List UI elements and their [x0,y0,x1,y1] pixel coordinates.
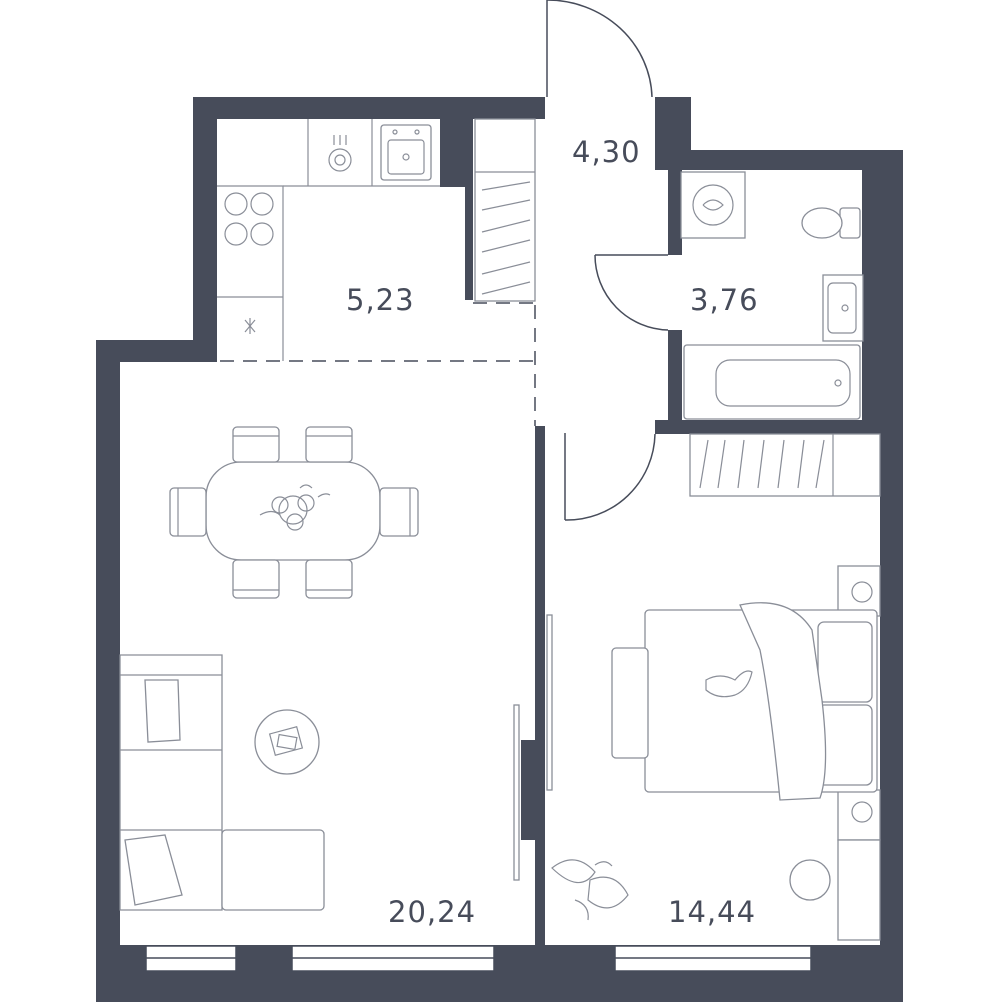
coffee-table [254,709,320,775]
hall-area: 4,30 [572,135,641,169]
bathtub-icon [683,344,861,420]
wardrobe-hall [474,118,536,302]
bedroom-furniture [551,433,881,941]
stove-icon [224,192,274,246]
kitchen-area: 5,23 [346,283,415,317]
windows [145,945,812,972]
bedroom-area: 14,44 [668,895,756,929]
nightstands [837,565,881,841]
area-labels: 4,30 5,23 3,76 20,24 14,44 [346,135,759,929]
plant-icon [551,859,629,921]
bathroom-area: 3,76 [690,283,759,317]
sofa [119,654,325,911]
walls [96,97,903,1002]
fridge-icon [244,318,256,334]
washbasin-icon [822,274,864,342]
flower-icon [259,484,331,531]
bathroom-furniture [680,171,864,420]
doors [513,0,669,881]
dining-table [205,461,381,561]
cat-icon [705,670,753,698]
bed [611,602,878,801]
toilet-icon [801,207,861,239]
dining-chairs [169,426,419,599]
dishwasher-icon [328,135,352,172]
washing-machine-icon [680,171,746,239]
kitchen-furniture [217,118,536,361]
rug [789,859,831,901]
openings [220,302,536,426]
wardrobe-bedroom [689,433,881,497]
living-area: 20,24 [388,895,476,929]
living-furniture [119,426,419,911]
sink-icon [380,124,432,181]
